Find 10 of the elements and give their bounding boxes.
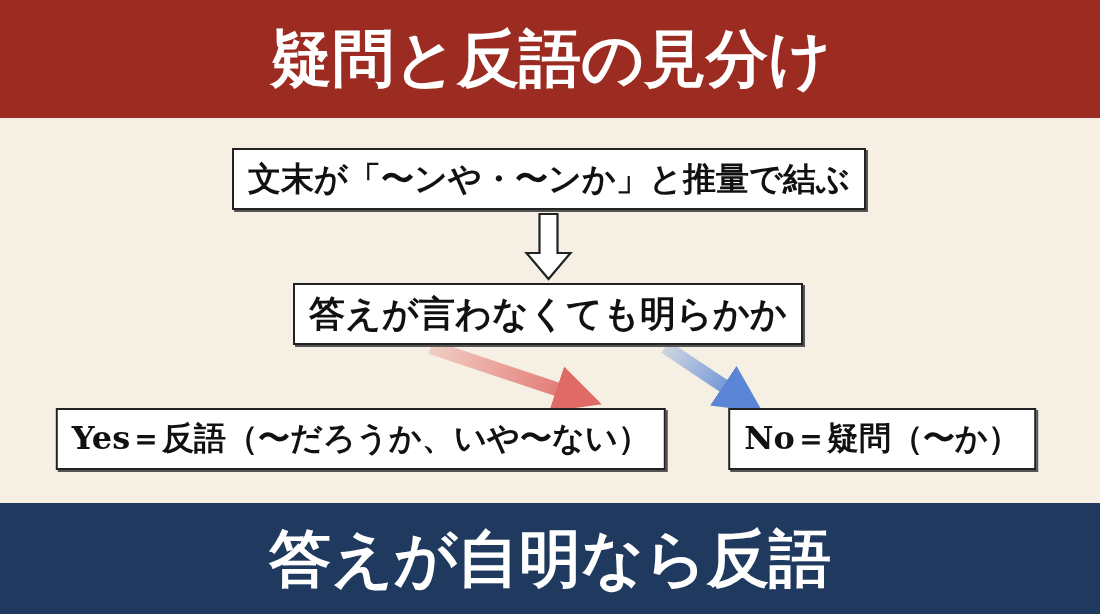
text-box bbox=[293, 283, 803, 345]
text-box bbox=[728, 408, 1036, 470]
box-text: 答えが言わなくても明らかか bbox=[309, 290, 787, 336]
box-text: 文末が「〜ンや・〜ンか」と推量で結ぶ bbox=[248, 157, 850, 200]
conclusion: 答えが自明なら反語 bbox=[269, 520, 831, 597]
text-box bbox=[55, 408, 667, 470]
title: 疑問と反語の見分け bbox=[269, 21, 831, 97]
box-text: Yes＝反語（〜だろうか、いや〜ない） bbox=[71, 418, 651, 459]
box-text: No＝疑問（〜か） bbox=[744, 418, 1020, 459]
text-box bbox=[232, 148, 866, 210]
